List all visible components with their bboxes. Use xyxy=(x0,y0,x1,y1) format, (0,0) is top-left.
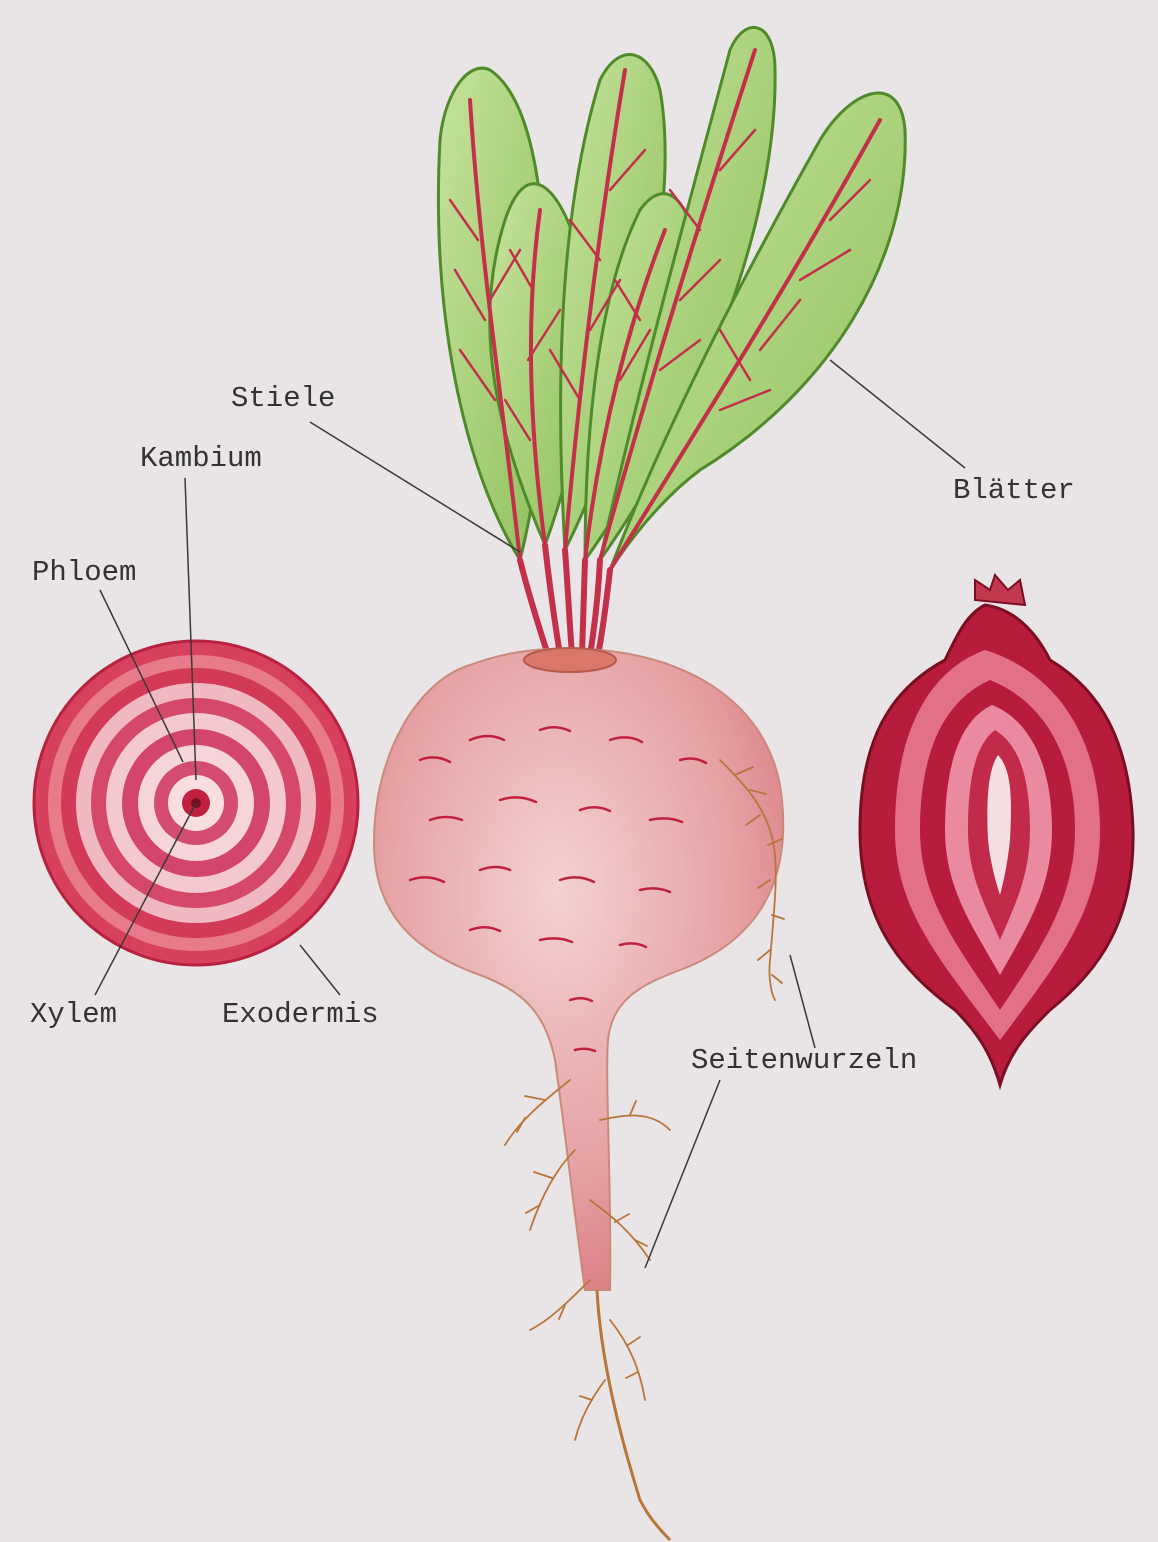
leaves xyxy=(438,27,905,655)
beet-root xyxy=(374,648,783,1540)
beet-body xyxy=(374,649,783,1290)
label-exodermis: Exodermis xyxy=(222,1000,379,1029)
leader-blaetter xyxy=(830,360,965,468)
label-phloem: Phloem xyxy=(32,558,136,587)
leader-seitenwurzeln-1 xyxy=(790,955,815,1048)
label-kambium: Kambium xyxy=(140,444,262,473)
label-blaetter: Blätter xyxy=(953,476,1075,505)
label-xylem: Xylem xyxy=(30,1000,117,1029)
label-stiele: Stiele xyxy=(231,384,335,413)
beet-longitudinal-section xyxy=(860,575,1133,1085)
leader-exodermis xyxy=(300,945,340,995)
leader-seitenwurzeln-2 xyxy=(645,1080,720,1268)
label-seitenwurzeln: Seitenwurzeln xyxy=(691,1046,917,1075)
